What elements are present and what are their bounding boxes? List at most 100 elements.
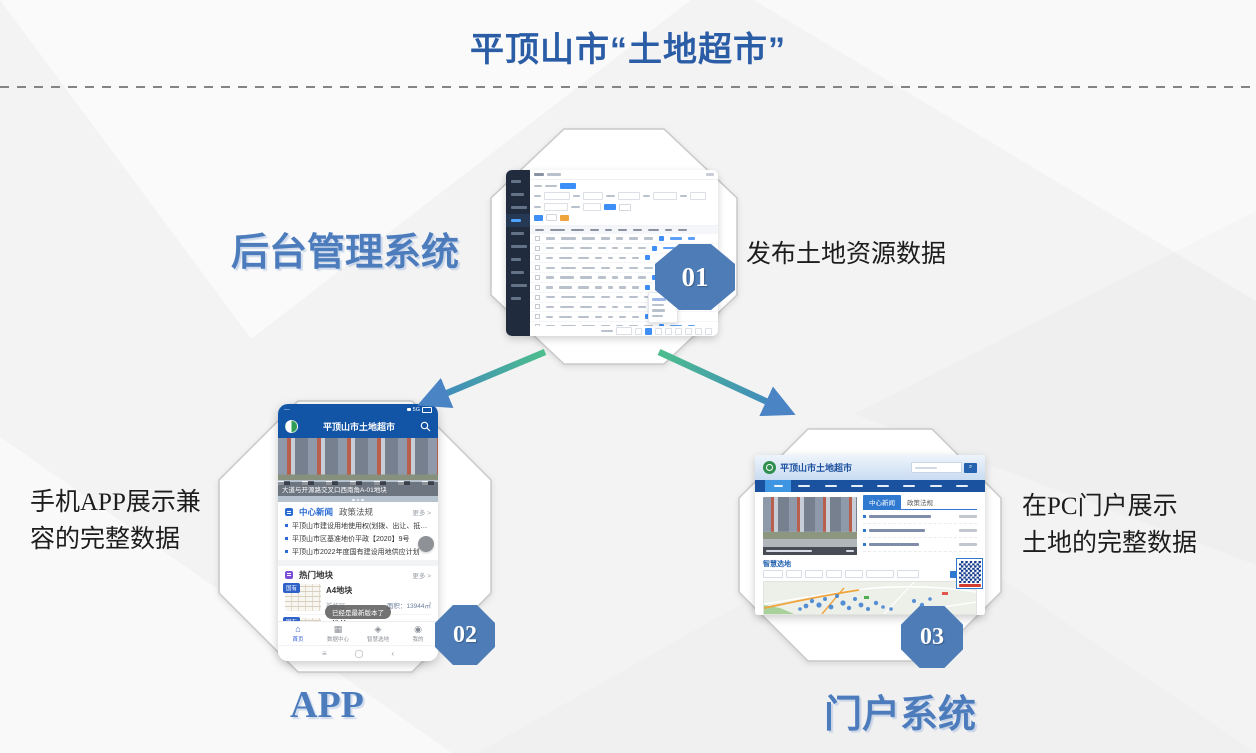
admin-table-row[interactable] [530,312,718,323]
portal-nav-item[interactable] [923,480,949,492]
portal-news-item[interactable] [863,524,977,538]
step-badge-03: 03 [901,606,963,668]
portal-nav-item[interactable] [949,480,975,492]
admin-pagination[interactable] [530,326,718,336]
tabbar-mine[interactable]: ◉ 我的 [412,623,424,643]
row-checkbox[interactable] [535,314,540,320]
admin-table-row[interactable] [530,263,718,274]
row-link[interactable] [670,237,682,240]
portal-nav-item[interactable] [765,480,792,492]
tabbar-data-center[interactable]: ▦ 数据中心 [326,623,349,643]
map-filter-input[interactable] [826,570,842,578]
portal-nav-item[interactable] [791,480,817,492]
news-item[interactable]: 平顶山市2022年度国有建设用地供应计划 [285,545,431,558]
android-menu-icon[interactable]: ≡ [321,649,327,658]
search-icon[interactable] [420,421,431,432]
row-action-button[interactable] [652,245,657,251]
table-cell-bar [632,256,639,260]
admin-table-row[interactable] [530,283,718,293]
row-checkbox[interactable] [535,294,540,300]
admin-search-button[interactable] [604,204,616,210]
row-checkbox[interactable] [535,324,540,326]
row-checkbox[interactable] [535,284,540,290]
android-back-icon[interactable]: ‹ [391,649,395,658]
portal-tab-policy[interactable]: 政策法规 [907,500,933,507]
admin-sidebar-item[interactable] [506,227,530,240]
row-checkbox[interactable] [535,304,540,310]
table-cell-bar [624,246,632,250]
row-checkbox[interactable] [535,265,540,271]
admin-reset-button[interactable] [619,203,631,211]
news-item[interactable]: 平顶山市建设用地使用权(划拨、出让、抵押二级市… [285,519,431,532]
admin-sidebar-item[interactable] [506,175,530,188]
admin-sidebar-item[interactable] [506,266,530,279]
row-action-button[interactable] [652,275,657,281]
portal-nav-item[interactable] [818,480,844,492]
news-item[interactable]: 平顶山市区基准地价平政【2020】9号 [285,532,431,545]
admin-active-tab[interactable] [560,183,576,189]
portal-nav-item[interactable] [896,480,922,492]
portal-nav-item[interactable] [844,480,870,492]
tabbar-home[interactable]: ⌂ 首页 [292,623,304,643]
row-link[interactable] [670,325,682,326]
admin-filter-input[interactable] [653,192,677,200]
admin-filter-input[interactable] [583,192,603,200]
tab-center-news[interactable]: 中心新闻 [299,507,334,517]
portal-nav-item[interactable] [870,480,896,492]
map-filter-input[interactable] [845,570,863,578]
portal-tab-center-news[interactable]: 中心新闻 [863,495,901,509]
row-checkbox[interactable] [535,235,540,241]
admin-sidebar-item[interactable] [506,201,530,214]
map-filter-input[interactable] [763,570,783,578]
admin-filter-input[interactable] [618,192,640,200]
tab-policy[interactable]: 政策法规 [339,507,374,517]
portal-search-button[interactable]: ⌕ [964,462,977,473]
admin-sidebar-item[interactable] [506,214,530,227]
admin-sidebar-item[interactable] [506,188,530,201]
tabbar-smart-select[interactable]: ◈ 智慧选地 [366,623,389,643]
row-link[interactable] [688,237,695,240]
admin-export-button[interactable] [546,214,557,221]
admin-table-row[interactable] [530,273,718,283]
hot-more-link[interactable]: 更多 > [412,572,431,580]
row-action-button[interactable] [645,284,650,290]
admin-table-row[interactable] [530,254,718,264]
row-checkbox[interactable] [535,275,540,281]
portal-land-photo[interactable] [763,497,857,555]
row-link[interactable] [688,325,695,326]
admin-sidebar-item[interactable] [506,240,530,253]
floating-button[interactable] [418,536,434,552]
row-action-button[interactable] [645,255,650,261]
admin-filter-input[interactable] [690,192,706,200]
portal-note: 在PC门户展示 土地的完整数据 [1022,493,1198,557]
admin-sidebar-item[interactable] [506,279,530,292]
row-checkbox[interactable] [535,245,540,251]
admin-filter-input[interactable] [544,203,568,211]
row-link[interactable] [663,246,675,250]
admin-sidebar-item[interactable] [506,253,530,266]
map-filter-input[interactable] [897,570,919,578]
row-action-button[interactable] [645,314,650,320]
admin-tab-row [534,183,714,189]
admin-table-row[interactable] [530,322,718,326]
admin-filter-input[interactable] [583,203,601,211]
admin-filter-input[interactable] [544,192,570,200]
portal-news-item[interactable] [863,538,977,552]
admin-add-button[interactable] [534,214,543,221]
admin-warn-button[interactable] [560,214,569,221]
land-photo-banner[interactable]: 大道与开源路交叉口西南角A-01地块 [278,438,438,502]
portal-news-item[interactable] [863,510,977,524]
portal-search-input[interactable] [911,462,962,473]
map-filter-input[interactable] [805,570,823,578]
row-action-button[interactable] [659,324,664,326]
table-header-cell [550,228,565,232]
news-more-link[interactable]: 更多 > [412,510,431,517]
admin-table-row[interactable] [530,234,718,244]
row-action-button[interactable] [659,235,664,241]
map-filter-input[interactable] [866,570,894,578]
admin-sidebar-item[interactable] [506,292,530,305]
map-filter-input[interactable] [786,570,802,578]
parcel-list-item[interactable]: 国有 A地块 平顶山市 面积：24081.75㎡ [283,615,431,621]
android-home-icon[interactable]: ◯ [354,649,364,658]
row-checkbox[interactable] [535,255,540,261]
